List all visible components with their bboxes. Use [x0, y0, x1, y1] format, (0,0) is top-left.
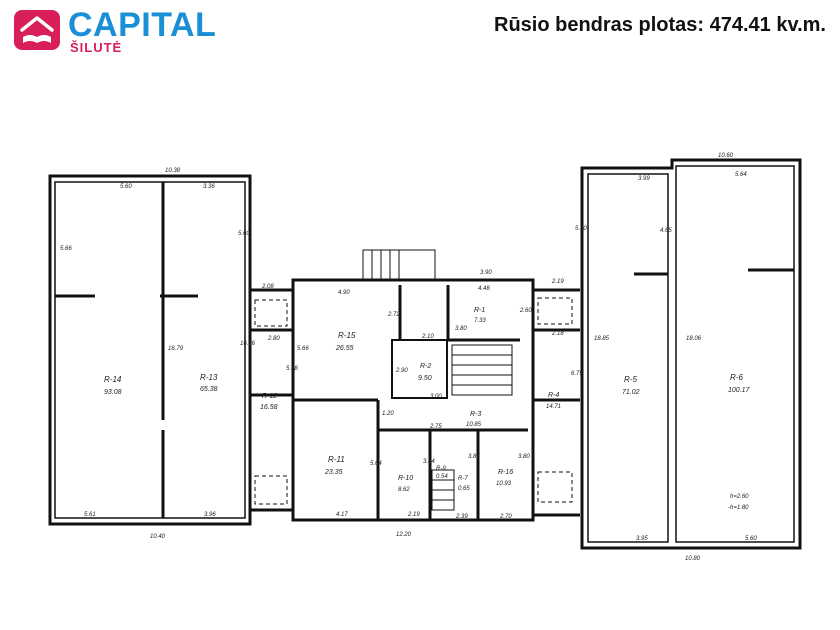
brand-city: ŠILUTĖ [70, 40, 123, 55]
brand-name: CAPITAL [68, 6, 217, 44]
dimension-label: 3.96 [204, 512, 216, 518]
dimension-label: 5.60 [238, 231, 250, 237]
room-label: R-3 [470, 411, 481, 418]
dimension-label: 12.20 [396, 532, 412, 538]
dimension-label: 10.40 [150, 534, 166, 540]
dimension-label: 3.00 [430, 394, 442, 400]
room-label: R-1 [474, 307, 485, 314]
dimension-label: 3.99 [638, 176, 650, 182]
dimension-label: 2.75 [429, 424, 442, 430]
room-area: 65.38 [200, 386, 218, 393]
room-label: R-16 [498, 469, 513, 476]
room-area: 8.62 [398, 487, 410, 493]
ceiling-height-label: h=2.60 [730, 494, 749, 500]
room-area: 23.35 [324, 469, 343, 476]
dimension-label: 3.95 [636, 536, 648, 542]
dimension-label: 2.19 [551, 279, 564, 285]
dimension-label: 2.72 [387, 312, 400, 318]
dimension-label: 2.18 [551, 331, 564, 337]
dimension-label: 5.66 [297, 346, 309, 352]
dimension-label: 5.61 [84, 512, 96, 518]
dimension-label: 6.75 [571, 371, 583, 377]
room-labels: R-14 93.08 R-13 65.38 R-12 16.58 R-15 26… [104, 307, 751, 493]
room-area: 9.50 [418, 375, 432, 382]
dimension-label: 10.80 [685, 556, 701, 562]
dimension-label: 16.79 [168, 346, 184, 352]
dimension-label: 5.66 [60, 246, 72, 252]
dimension-label: 5.30 [575, 226, 587, 232]
room-label: R-15 [338, 331, 356, 340]
dimension-label: 18.06 [686, 336, 702, 342]
dimension-label: 5.60 [745, 536, 757, 542]
dimension-label: 4.48 [478, 286, 490, 292]
room-area: 71.02 [622, 389, 640, 396]
dimension-label: 3.90 [480, 270, 492, 276]
dimension-label: 10.60 [718, 153, 734, 159]
dimension-label: 1.20 [382, 411, 394, 417]
dimension-label: 2.70 [499, 514, 512, 520]
room-area: 10.93 [496, 481, 512, 487]
dimension-label: 3.80 [455, 326, 467, 332]
dimension-label: 3.87 [468, 454, 480, 460]
windows [78, 158, 760, 550]
dimension-label: 18.85 [594, 336, 610, 342]
dimension-label: 2.39 [455, 514, 468, 520]
dimension-label: 10.38 [165, 168, 181, 174]
room-area: 10.85 [466, 422, 482, 428]
room-area: 16.58 [260, 404, 278, 411]
total-area-title: Rūsio bendras plotas: 474.41 kv.m. [494, 14, 826, 36]
dimension-label: 3.36 [203, 184, 215, 190]
dimension-label: 4.90 [338, 290, 350, 296]
room-area: 0.54 [436, 474, 448, 480]
dimension-label: 16.76 [240, 341, 256, 347]
room-label: R-13 [200, 373, 218, 382]
room-label: R-10 [398, 475, 413, 482]
dimension-label: 5.64 [370, 461, 382, 467]
dimension-label: 3.84 [423, 459, 435, 465]
room-area: 0.65 [458, 486, 470, 492]
plan-walls [48, 158, 802, 550]
room-area: 26.55 [335, 345, 354, 352]
room-label: R-14 [104, 375, 122, 384]
dimension-label: 3.80 [518, 454, 530, 460]
room-label: R-4 [548, 392, 559, 399]
dimension-label: 2.60 [519, 308, 532, 314]
dimension-label: 5.60 [120, 184, 132, 190]
floor-level-label: -h=1.80 [728, 505, 749, 511]
dimension-label: 2.08 [261, 284, 274, 290]
room-area: 93.08 [104, 389, 122, 396]
dimension-label: 2.10 [421, 334, 434, 340]
dimension-label: 2.90 [395, 368, 408, 374]
house-book-icon [14, 10, 60, 50]
dimension-labels: 10.38 10.60 10.40 12.20 10.80 5.60 3.36 … [60, 153, 757, 562]
room-area: 100.17 [728, 387, 751, 394]
dimension-label: 5.58 [286, 366, 298, 372]
room-label: R-7 [458, 476, 468, 482]
dimension-label: 2.19 [407, 512, 420, 518]
dimension-label: 5.64 [735, 172, 747, 178]
room-label: R-9 [436, 466, 446, 472]
room-label: R-11 [328, 455, 345, 464]
room-area: 7.33 [474, 318, 486, 324]
room-label: R-6 [730, 373, 743, 382]
dimension-label: 2.80 [267, 336, 280, 342]
dimension-label: 4.65 [660, 228, 672, 234]
room-area: 14.71 [546, 404, 561, 410]
dimension-label: 4.17 [336, 512, 348, 518]
room-label: R-2 [420, 363, 431, 370]
capital-logo[interactable]: CAPITAL ŠILUTĖ [14, 6, 217, 55]
room-label: R-12 [262, 393, 277, 400]
room-label: R-5 [624, 375, 637, 384]
